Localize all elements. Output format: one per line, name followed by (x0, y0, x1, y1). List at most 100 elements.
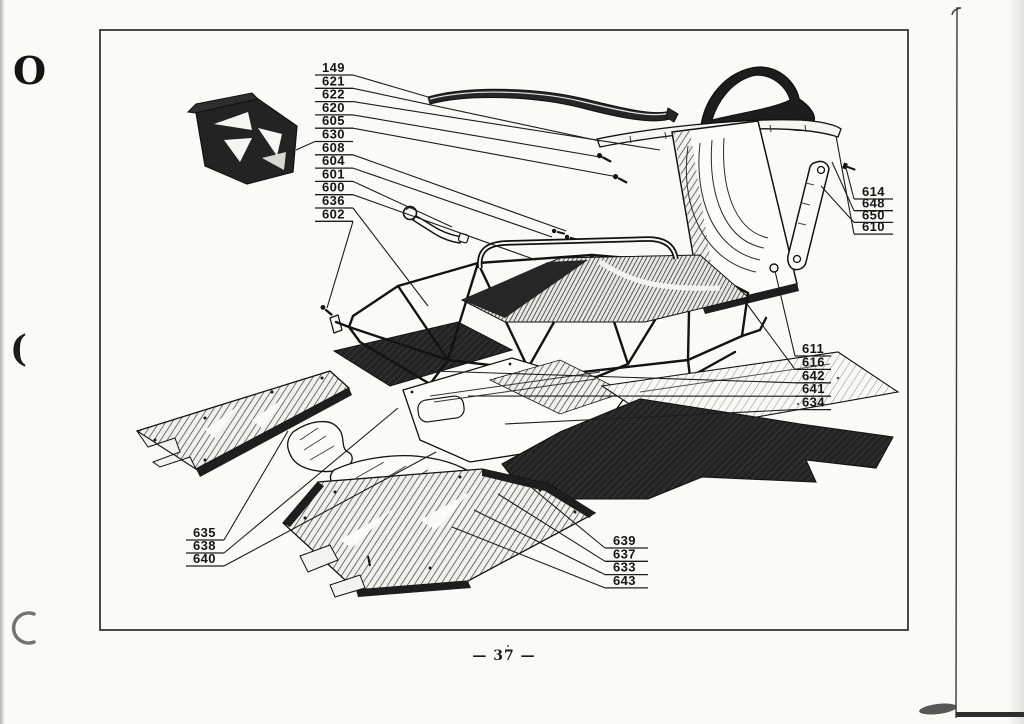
part-number: 636 (322, 193, 345, 208)
part-number: 648 (862, 196, 885, 211)
part-number: 633 (613, 560, 636, 575)
leader-line (835, 135, 855, 235)
part-label-610: 610 (835, 135, 893, 235)
part-number: 149 (322, 60, 345, 75)
part-number: 643 (613, 573, 636, 588)
screw-icon (612, 174, 628, 184)
leader-line (497, 493, 606, 562)
floor-strip-dark (332, 321, 514, 387)
part-number: 642 (802, 368, 825, 383)
part-number: 605 (322, 113, 345, 128)
part-link-strap (787, 160, 830, 271)
part-windshield-strip (427, 88, 679, 123)
leader-line (223, 430, 289, 541)
part-label-605: 605 (315, 113, 619, 178)
part-number: 602 (322, 206, 345, 221)
diagram-border (99, 29, 909, 631)
part-label-636: 636 (315, 193, 429, 307)
leader-line (451, 526, 606, 589)
part-number: 614 (862, 184, 885, 199)
page-number: — 37 — (472, 648, 536, 664)
chassis-deck (460, 236, 750, 323)
binder-mark-middle: ( (10, 328, 27, 370)
leader-line (352, 127, 619, 178)
leader-line (352, 180, 453, 228)
part-number: 610 (862, 219, 885, 234)
hardware-screws (320, 153, 856, 316)
part-label-616: 616 (743, 299, 831, 371)
part-label-620: 620 (315, 100, 607, 159)
part-label-614: 614 (845, 167, 893, 200)
bolt-icon (842, 162, 856, 171)
leader-line (326, 221, 354, 309)
leader-line (223, 451, 437, 567)
part-number-labels: 1496216226206056306086046016006366026146… (186, 60, 893, 589)
leader-line (295, 140, 316, 151)
leader-line (831, 161, 855, 211)
part-label-637: 637 (497, 493, 648, 562)
part-label-621: 621 (315, 73, 601, 142)
part-number: 616 (802, 354, 825, 369)
part-label-600: 600 (315, 180, 537, 261)
scan-left-edge-shadow (0, 0, 5, 724)
part-number: 601 (322, 166, 345, 181)
part-label-648: 648 (831, 161, 893, 212)
part-label-608: 608 (315, 140, 567, 232)
part-number: 621 (322, 73, 345, 88)
leader-line (431, 370, 796, 384)
leader-line (352, 154, 567, 232)
part-label-643: 643 (451, 526, 648, 589)
part-label-650: 650 (820, 185, 893, 224)
leader-line (352, 194, 537, 261)
floor-mat-dark (501, 398, 894, 500)
part-label-602: 602 (315, 206, 354, 309)
leader-line (845, 167, 855, 200)
leader-line (352, 167, 553, 238)
screw-icon (320, 305, 333, 316)
scan-right-edge-shadow (1008, 0, 1024, 724)
leader-line (774, 270, 796, 357)
floor-panel-bottom (282, 468, 597, 598)
part-number: 638 (193, 538, 216, 553)
part-label-639: 639 (519, 477, 648, 549)
part-number: 634 (802, 395, 825, 410)
part-number: 637 (613, 546, 636, 561)
tunnel-cover-a (286, 421, 353, 473)
part-label-634: 634 (504, 395, 831, 425)
scan-speckle (836, 376, 840, 380)
part-label-149: 149 (315, 60, 429, 98)
part-label-640: 640 (186, 451, 437, 567)
page-edge-line (951, 7, 962, 719)
leader-line (352, 101, 661, 151)
part-number: 635 (193, 525, 216, 540)
part-label-633: 633 (473, 509, 648, 576)
binder-mark-top: O (13, 48, 46, 93)
part-number: 630 (322, 127, 345, 142)
scan-bottom-edge (956, 712, 1024, 717)
leader-line (519, 477, 606, 549)
part-label-642: 642 (431, 368, 831, 384)
part-label-601: 601 (315, 166, 453, 228)
scan-speckle (796, 402, 800, 406)
floor-panel-left (135, 370, 352, 477)
leader-line (473, 509, 606, 576)
part-number: 604 (322, 153, 345, 168)
binder-marks: O ( (10, 48, 46, 645)
part-number: 608 (322, 140, 345, 155)
part-number: 639 (613, 533, 636, 548)
leader-line (743, 299, 796, 370)
leader-line (352, 74, 429, 98)
part-grommet (769, 263, 779, 273)
leader-line (820, 185, 855, 223)
leader-line (352, 114, 607, 159)
scan-speckle (506, 644, 510, 648)
screw-icon (551, 228, 566, 235)
part-label-622: 622 (315, 87, 661, 151)
part-label-638: 638 (186, 407, 399, 554)
part-corner-bracket (186, 92, 298, 185)
binder-mark-bottom (11, 611, 36, 645)
part-number: 641 (802, 381, 825, 396)
part-label-630: 630 (295, 127, 353, 151)
part-label-641: 641 (467, 381, 831, 397)
